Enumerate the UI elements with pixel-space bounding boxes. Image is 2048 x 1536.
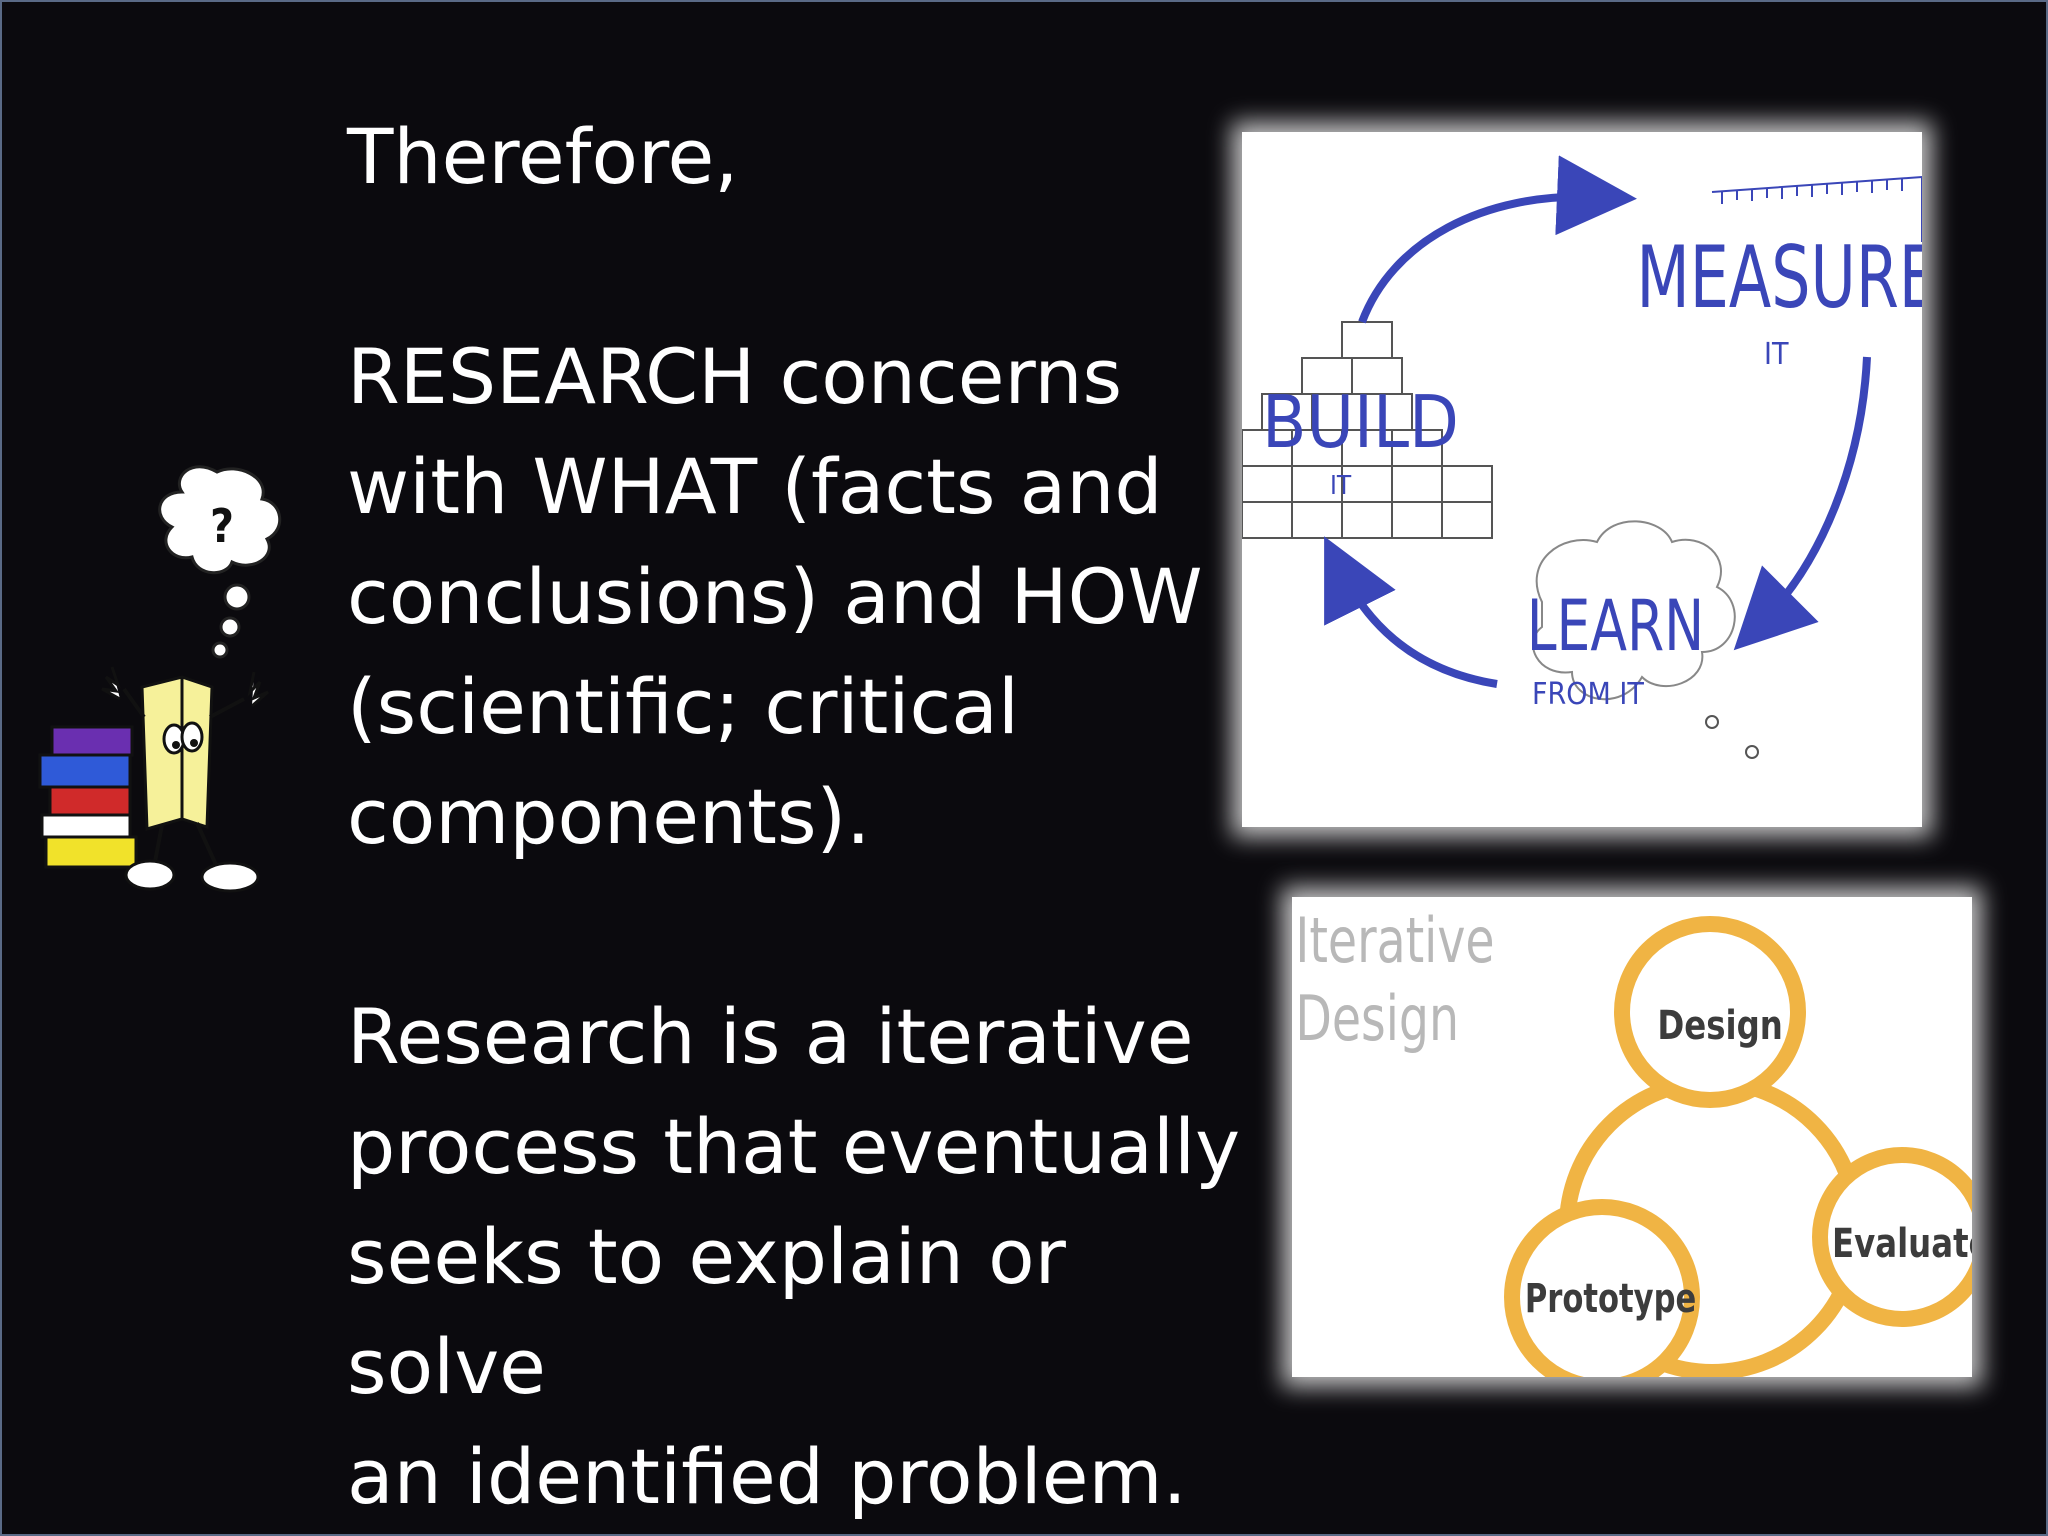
design-node-label: Design: [1657, 1002, 1782, 1048]
measure-sub-label: IT: [1764, 337, 1789, 372]
paragraph1-line3: conclusions) and HOW: [347, 552, 1203, 641]
learn-sub-label: FROM IT: [1532, 677, 1644, 712]
paragraph1-line5: components).: [347, 772, 871, 861]
measure-label: MEASURE: [1636, 229, 1922, 328]
body-text: Therefore, RESEARCH concerns with WHAT (…: [347, 102, 1247, 1532]
paragraph2-line4: an identified problem.: [347, 1432, 1187, 1521]
iterative-design-diagram: Iterative Design Design Evaluate Prototy…: [1292, 897, 1992, 1395]
iterative-title-line1: Iterative: [1295, 905, 1494, 977]
heading-therefore: Therefore,: [347, 112, 739, 201]
prototype-node-label: Prototype: [1525, 1275, 1696, 1321]
learn-label: LEARN: [1527, 586, 1704, 667]
evaluate-node-label: Evaluate: [1832, 1220, 1972, 1266]
thought-cloud-icon: [1532, 520, 1736, 701]
brick-wall-icon: [1241, 321, 1493, 539]
build-sub-label: IT: [1330, 471, 1352, 501]
paragraph1-line1: RESEARCH concerns: [347, 332, 1123, 421]
paragraph2-line3: seeks to explain or solve: [347, 1212, 1066, 1411]
paragraph1-line2: with WHAT (facts and: [347, 442, 1163, 531]
paragraph2-line2: process that eventually: [347, 1102, 1241, 1191]
thought-bubble-icon: ?: [158, 465, 282, 659]
paragraph1-line4: (scientific; critical: [347, 662, 1019, 751]
book-mascot-icon: ?: [38, 465, 282, 893]
iterative-title-line2: Design: [1295, 983, 1459, 1055]
build-measure-learn-diagram: MEASURE IT BUILD IT LEARN FROM IT: [1241, 132, 1938, 827]
paragraph2-line1: Research is a iterative: [347, 992, 1194, 1081]
svg-text:?: ?: [210, 499, 234, 553]
build-label: BUILD: [1262, 380, 1459, 464]
